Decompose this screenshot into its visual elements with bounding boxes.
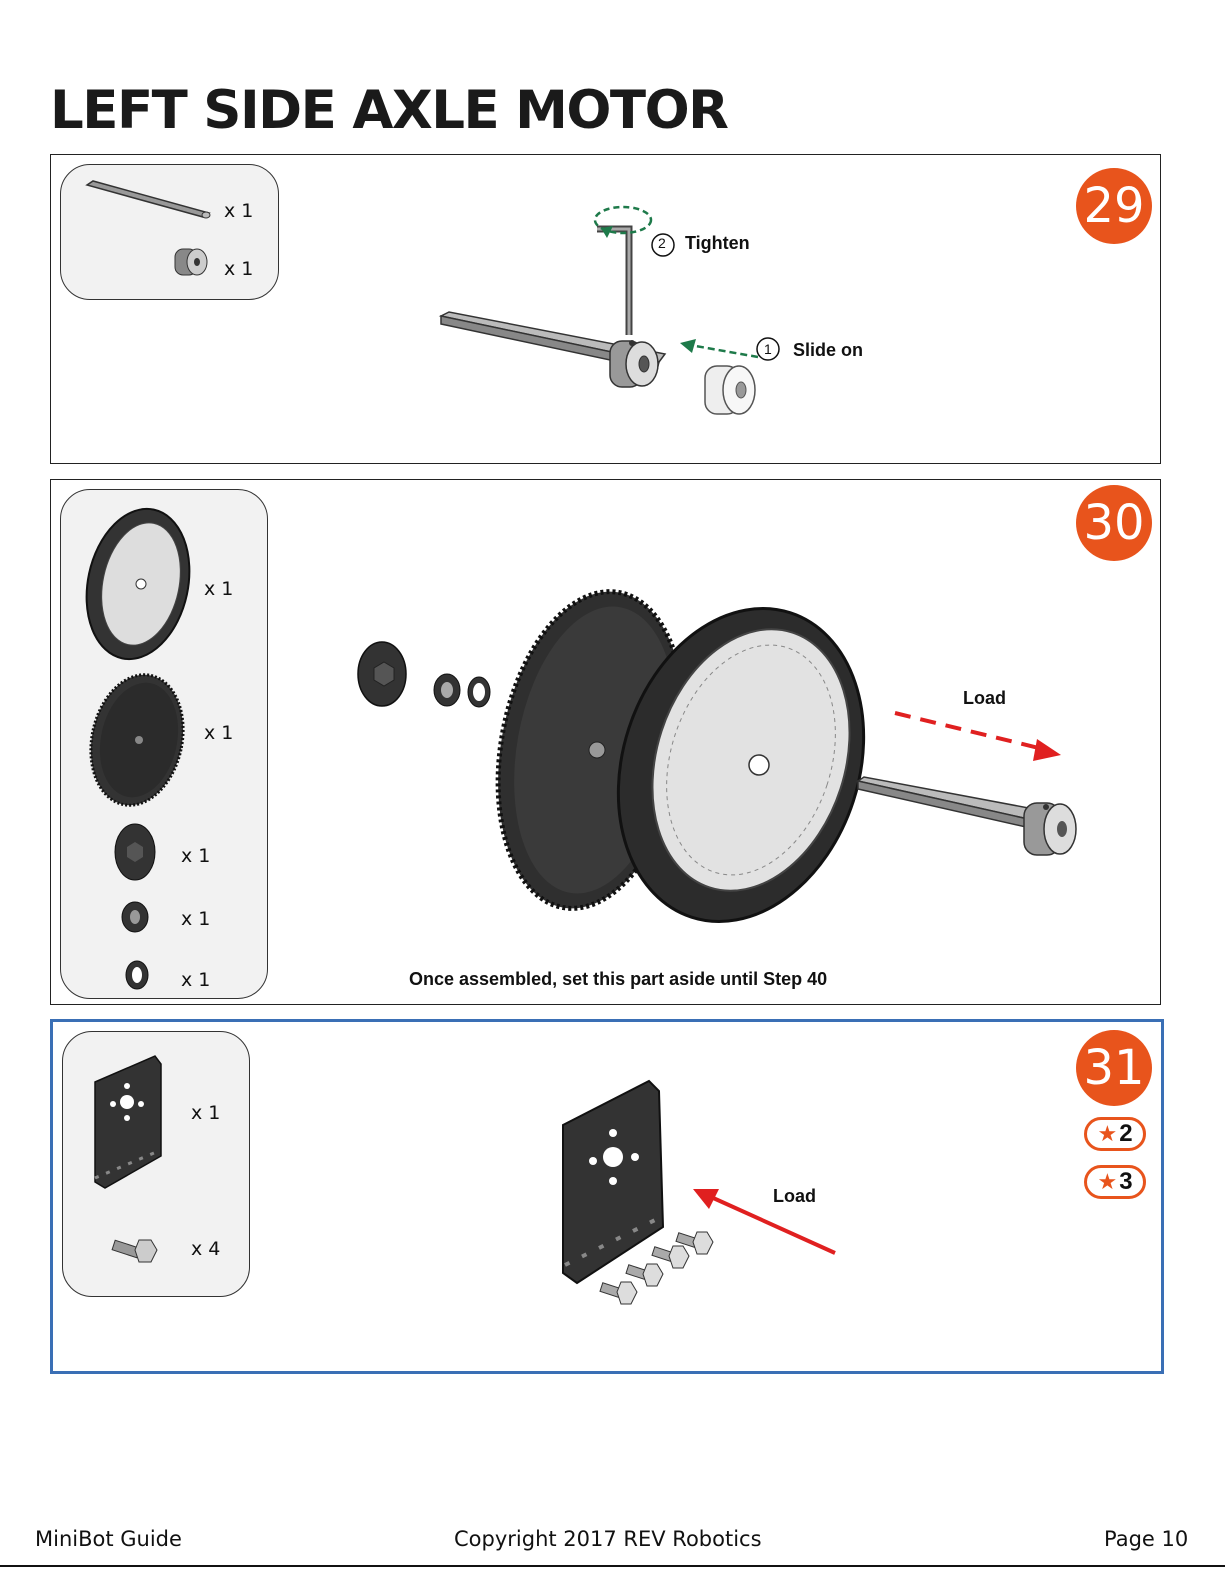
motor-bracket-icon (89, 1052, 169, 1197)
gear-icon (87, 670, 187, 810)
assembly-note: Once assembled, set this part aside unti… (409, 969, 827, 990)
load-arrow-icon (891, 705, 1066, 765)
part-qty: x 1 (181, 908, 210, 930)
shaft-collar-icon (173, 243, 213, 283)
star-hex-key-icon: ★ (1097, 1171, 1117, 1193)
step-29-panel: x 1 x 1 2 Tighten (50, 154, 1161, 464)
part-qty: x 1 (181, 845, 210, 867)
washer-icon (123, 958, 153, 992)
tool-size: 2 (1119, 1120, 1132, 1148)
step-31-panel: x 1 x 4 (50, 1019, 1164, 1374)
hex-shaft-icon (856, 775, 1086, 870)
shaft-collar-icon (606, 335, 666, 395)
hex-shaft-icon (83, 179, 213, 219)
footer-copyright: Copyright 2017 REV Robotics (454, 1527, 762, 1551)
screw-icon (111, 1234, 161, 1268)
footer-page-number: Page 10 (1104, 1527, 1188, 1551)
tool-badge: ★ 3 (1084, 1165, 1146, 1199)
part-qty: x 1 (191, 1102, 220, 1124)
slide-label: Slide on (793, 340, 863, 361)
footer-divider (0, 1565, 1225, 1567)
parts-box: x 1 x 4 (62, 1031, 250, 1297)
part-qty: x 1 (224, 258, 253, 280)
page-title: LEFT SIDE AXLE MOTOR (50, 80, 727, 141)
step-number-badge: 30 (1076, 485, 1152, 561)
part-qty: x 1 (181, 969, 210, 991)
parts-box: x 1 x 1 x 1 x 1 x 1 (60, 489, 268, 999)
footer-guide-name: MiniBot Guide (35, 1527, 182, 1551)
hub-icon (354, 640, 414, 710)
part-qty: x 1 (224, 200, 253, 222)
step-number-badge: 29 (1076, 168, 1152, 244)
tool-size: 3 (1119, 1168, 1132, 1196)
load-label: Load (773, 1186, 816, 1207)
step-number-small: 1 (764, 341, 772, 357)
load-arrow-icon (689, 1185, 839, 1260)
step-30-panel: x 1 x 1 x 1 x 1 x 1 (50, 479, 1161, 1005)
step-number-small: 2 (658, 235, 666, 251)
part-qty: x 4 (191, 1238, 220, 1260)
tool-badge: ★ 2 (1084, 1117, 1146, 1151)
hub-icon (111, 822, 161, 882)
part-qty: x 1 (204, 578, 233, 600)
part-qty: x 1 (204, 722, 233, 744)
spacer-icon (119, 900, 153, 934)
parts-box: x 1 x 1 (60, 164, 279, 300)
star-hex-key-icon: ★ (1097, 1123, 1117, 1145)
tighten-label: Tighten (685, 233, 750, 254)
shaft-collar-icon (701, 360, 771, 420)
wheel-icon (83, 504, 193, 664)
step-number-badge: 31 (1076, 1030, 1152, 1106)
wheel-icon (611, 600, 871, 930)
